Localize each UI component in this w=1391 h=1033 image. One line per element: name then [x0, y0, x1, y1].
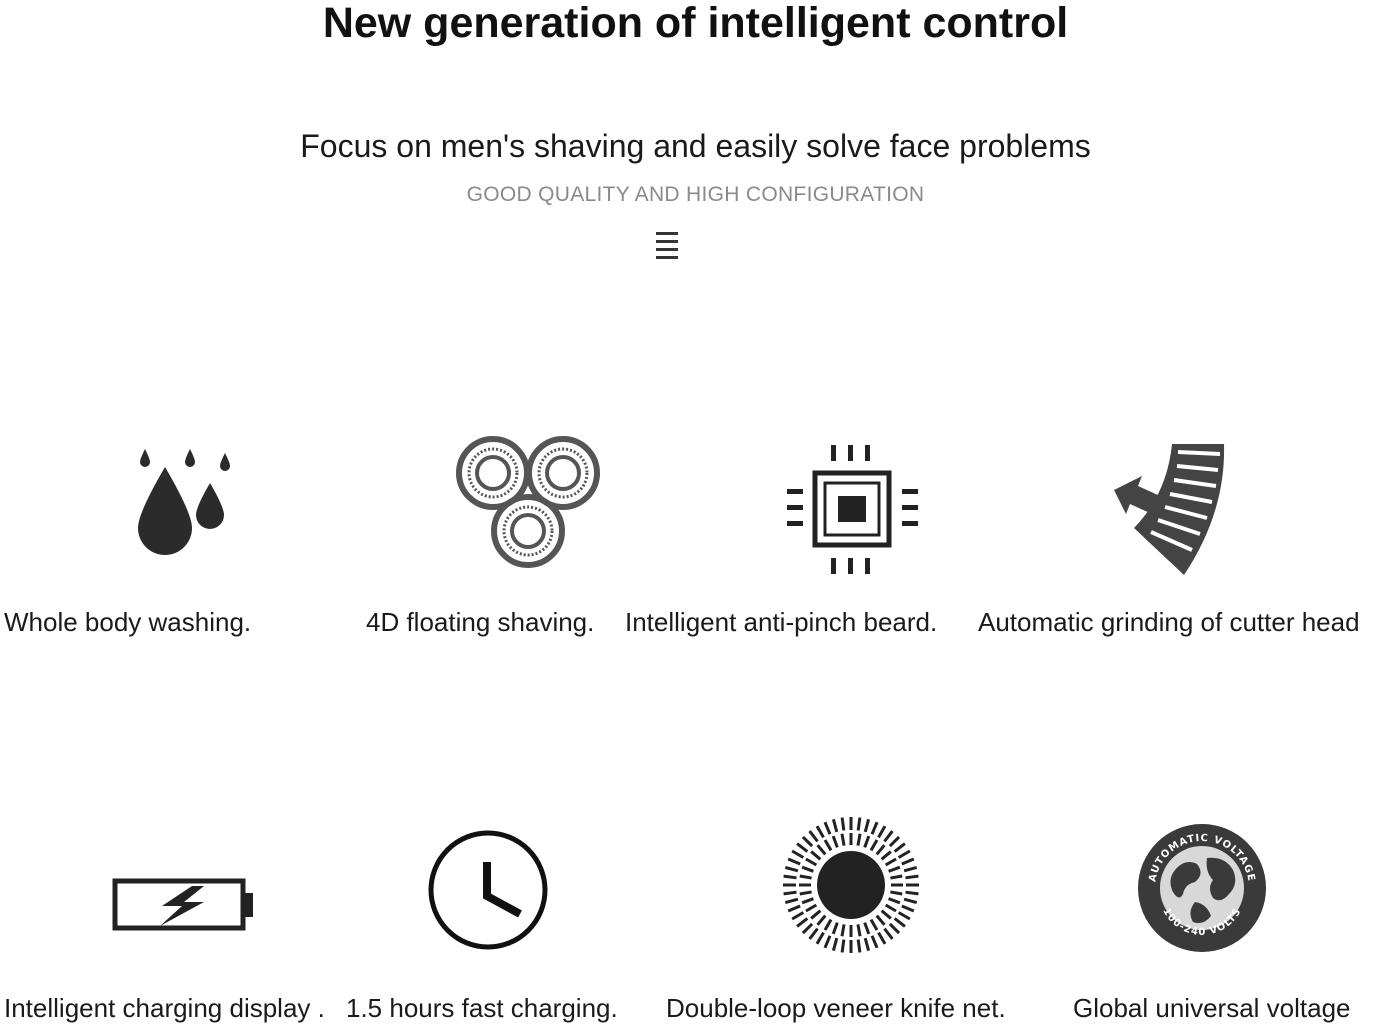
- water-drops-icon: [138, 449, 230, 555]
- menu-lines-icon: [656, 232, 678, 259]
- battery-charging-icon: [112, 878, 253, 931]
- feature-label-knife-net: Double-loop veneer knife net.: [666, 993, 1006, 1023]
- feature-label-anti-pinch-beard: Intelligent anti-pinch beard.: [625, 607, 938, 637]
- feature-label-whole-body-washing: Whole body washing.: [4, 607, 252, 637]
- tagline: GOOD QUALITY AND HIGH CONFIGURATION: [466, 183, 925, 206]
- feature-label-4d-floating-shaving: 4D floating shaving.: [366, 607, 595, 637]
- globe-voltage-icon: AUTOMATIC VOLTAGE 100-240 VOLTS: [1138, 824, 1266, 952]
- clock-icon: [428, 830, 548, 950]
- page-subtitle: Focus on men's shaving and easily solve …: [300, 128, 1091, 164]
- triple-blade-head-icon: [456, 436, 600, 568]
- chip-icon: [787, 445, 918, 574]
- knife-net-icon: [783, 817, 919, 953]
- cutter-grinding-icon: [1114, 444, 1225, 575]
- feature-label-universal-voltage: Global universal voltage: [1073, 993, 1351, 1023]
- feature-label-charging-display: Intelligent charging display .: [4, 993, 325, 1023]
- feature-label-fast-charging: 1.5 hours fast charging.: [346, 993, 618, 1023]
- feature-label-automatic-grinding: Automatic grinding of cutter head: [978, 607, 1360, 637]
- page-title: New generation of intelligent control: [322, 0, 1069, 47]
